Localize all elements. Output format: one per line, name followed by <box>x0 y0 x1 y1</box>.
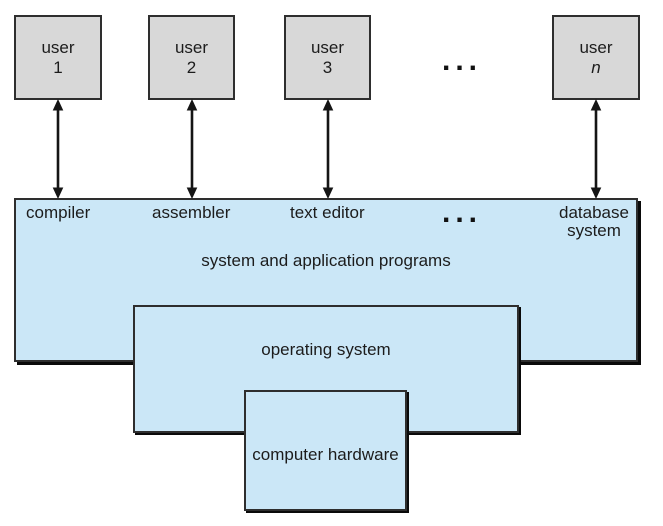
user-box-1: user 1 <box>14 15 102 100</box>
program-label-compiler: compiler <box>26 203 91 222</box>
database-label-line2: system <box>567 221 621 240</box>
users-ellipsis: ... <box>441 44 482 77</box>
double-arrow-icon <box>52 99 64 199</box>
program-label-text-editor: text editor <box>290 203 365 222</box>
user-box-2: user 2 <box>148 15 235 100</box>
programs-ellipsis: ... <box>441 196 482 229</box>
user-box-1-label: user <box>41 37 75 57</box>
program-label-database-system: database system <box>548 204 640 240</box>
database-label-line1: database <box>559 203 629 222</box>
double-arrow-icon <box>186 99 198 199</box>
user-box-n: user n <box>552 15 640 100</box>
user-box-3-label: user <box>310 37 345 57</box>
double-arrow-icon <box>322 99 334 199</box>
os-label: operating system <box>261 340 391 359</box>
user-box-3: user 3 <box>284 15 371 100</box>
user-box-2-label: user <box>174 37 209 57</box>
user-box-n-label: user <box>579 37 613 57</box>
hardware-label: computer hardware <box>252 445 399 464</box>
user-box-3-number: 3 <box>322 57 333 77</box>
program-label-assembler: assembler <box>152 203 231 222</box>
programs-caption: system and application programs <box>201 251 451 270</box>
user-box-1-number: 1 <box>53 57 63 77</box>
user-box-2-number: 2 <box>186 57 197 77</box>
hardware-layer <box>244 390 407 511</box>
double-arrow-icon <box>590 99 602 199</box>
user-box-n-number: n <box>591 57 601 77</box>
